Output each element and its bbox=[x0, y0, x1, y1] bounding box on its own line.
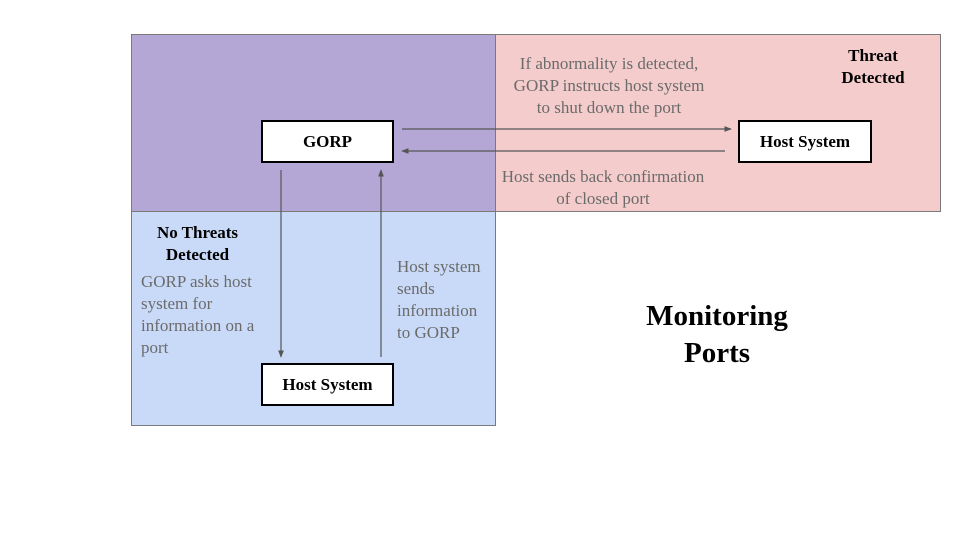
sends-line-1: Host system bbox=[397, 257, 481, 276]
threat-title-line-1: Threat bbox=[848, 46, 898, 65]
asks-line-4: port bbox=[141, 338, 169, 357]
instruct-line-2: GORP instructs host system bbox=[513, 76, 705, 95]
main-title-line-1: Monitoring bbox=[646, 300, 788, 332]
sends-info-label: Host system sends information to GORP bbox=[397, 256, 495, 344]
no-threats-title: No Threats Detected bbox=[140, 222, 255, 266]
sends-line-4: to GORP bbox=[397, 323, 460, 342]
asks-line-2: system for bbox=[141, 294, 213, 313]
host-system-node-right: Host System bbox=[738, 120, 872, 163]
host-system-right-label: Host System bbox=[759, 131, 851, 151]
instruct-line-1: If abnormality is detected, bbox=[519, 54, 699, 73]
threat-title-line-2: Detected bbox=[841, 68, 905, 87]
asks-info-label: GORP asks host system for information on… bbox=[141, 271, 276, 359]
main-title: Monitoring Ports bbox=[617, 298, 817, 372]
gorp-node: GORP bbox=[261, 120, 394, 163]
asks-line-3: information on a bbox=[141, 316, 255, 335]
no-threats-title-line-2: Detected bbox=[165, 245, 230, 264]
threat-detected-title: Threat Detected bbox=[828, 45, 918, 89]
host-system-bottom-label: Host System bbox=[282, 374, 373, 394]
sends-line-2: sends bbox=[397, 279, 435, 298]
instruct-shutdown-label: If abnormality is detected, GORP instruc… bbox=[498, 53, 720, 119]
confirm-line-2: of closed port bbox=[556, 189, 650, 208]
no-threats-title-line-1: No Threats bbox=[156, 223, 239, 242]
sends-line-3: information bbox=[397, 301, 478, 320]
confirm-line-1: Host sends back confirmation bbox=[501, 167, 705, 186]
confirmation-label: Host sends back confirmation of closed p… bbox=[486, 166, 720, 210]
host-system-node-bottom: Host System bbox=[261, 363, 394, 406]
gorp-node-label: GORP bbox=[302, 131, 353, 151]
instruct-line-3: to shut down the port bbox=[536, 98, 682, 117]
asks-line-1: GORP asks host bbox=[141, 272, 252, 291]
main-title-line-2: Ports bbox=[683, 337, 751, 369]
